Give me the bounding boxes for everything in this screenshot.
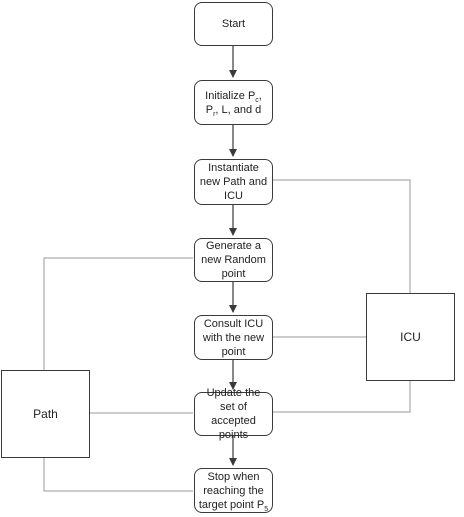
start-label: Start	[221, 18, 246, 30]
generate-node: Generate a new Random point	[194, 238, 273, 282]
connector-instantiate-icu	[273, 179, 411, 293]
stop-node: Stop when reaching the target point P5	[194, 468, 273, 513]
icu-box: ICU	[366, 293, 455, 381]
initialize-node: Initialize Pc, Pr, L, and d	[194, 80, 273, 125]
stop-label: Stop when reaching the target point P5	[198, 470, 269, 513]
path-label: Path	[33, 407, 58, 421]
generate-label: Generate a new Random point	[201, 240, 266, 280]
connector-path-stop	[43, 458, 193, 492]
start-node: Start	[194, 2, 273, 46]
icu-label: ICU	[400, 330, 421, 344]
instantiate-node: Instantiate new Path and ICU	[194, 159, 273, 205]
update-label: Update the set of accepted points	[206, 387, 261, 441]
instantiate-label: Instantiate new Path and ICU	[199, 162, 268, 202]
connector-generate-path	[43, 257, 193, 370]
consult-node: Consult ICU with the new point	[194, 315, 273, 360]
initialize-label: Initialize Pc, Pr, L, and d	[205, 89, 262, 118]
connector-icu-update	[273, 381, 411, 413]
path-box: Path	[1, 370, 90, 458]
update-node: Update the set of accepted points	[194, 387, 273, 441]
consult-label: Consult ICU with the new point	[202, 317, 265, 358]
